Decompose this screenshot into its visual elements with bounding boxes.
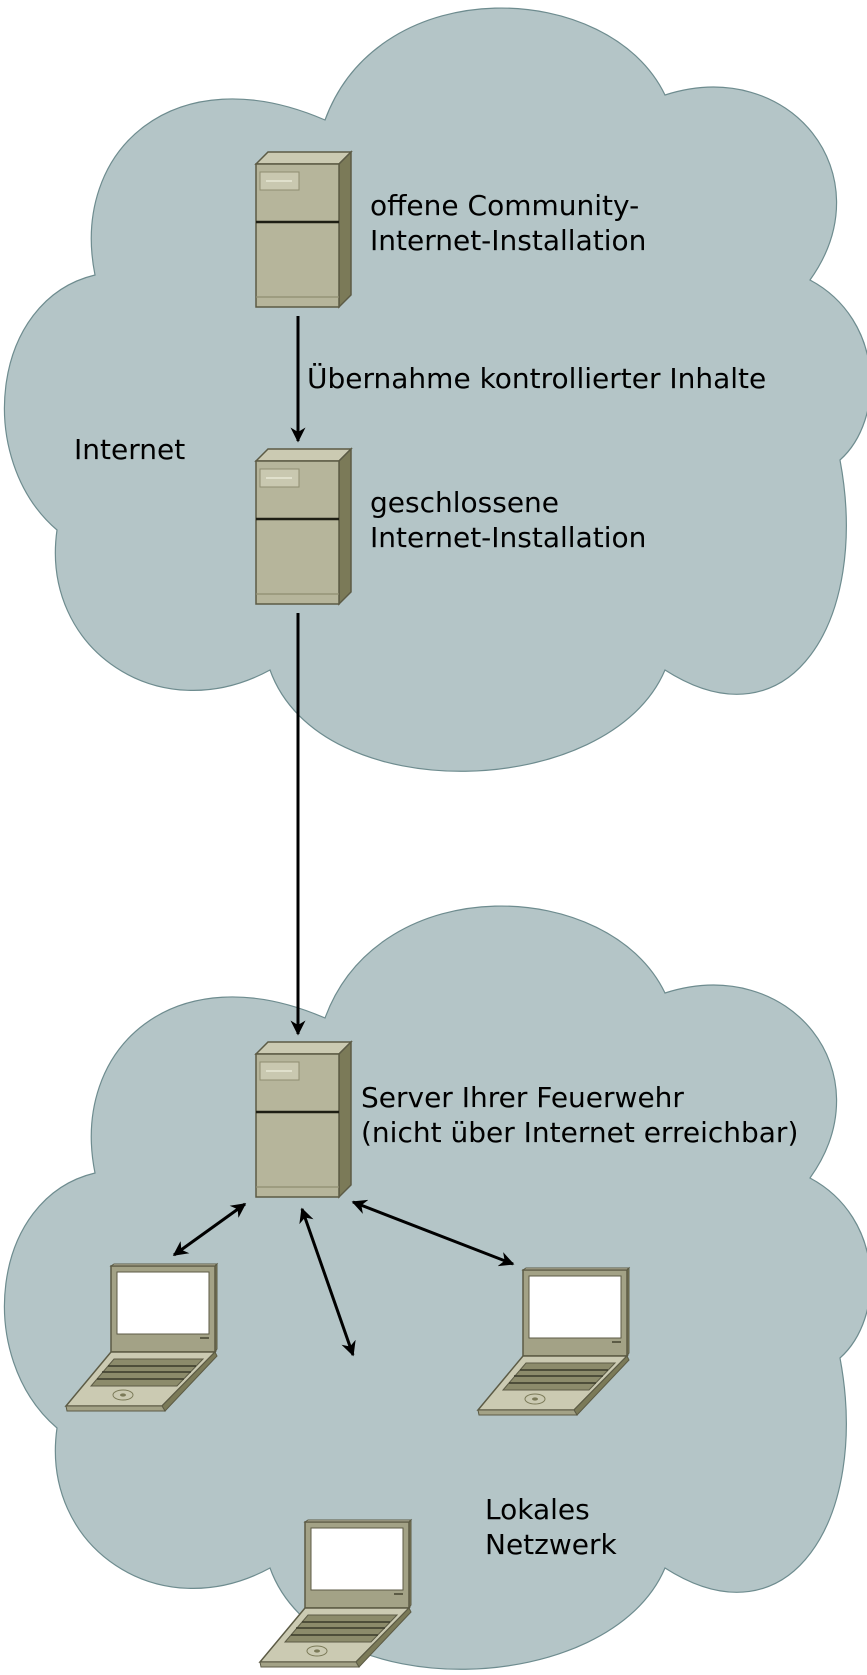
server-local-label-line2: (nicht über Internet erreichbar) bbox=[361, 1116, 799, 1149]
server-community-label-line2: Internet-Installation bbox=[370, 224, 647, 257]
server-closed-label-line2: Internet-Installation bbox=[370, 521, 647, 554]
server-local-label-line1: Server Ihrer Feuerwehr bbox=[361, 1081, 684, 1114]
transfer-label: Übernahme kontrollierter Inhalte bbox=[307, 362, 767, 395]
server-community-icon bbox=[254, 150, 353, 309]
internet-cloud-label: Internet bbox=[74, 433, 186, 466]
local-network-label-line2: Netzwerk bbox=[485, 1528, 617, 1561]
server-community-label: offene Community- Internet-Installation bbox=[370, 188, 646, 258]
server-local-icon bbox=[254, 1040, 353, 1199]
server-closed-icon bbox=[254, 447, 353, 606]
server-community-label-line1: offene Community- bbox=[370, 189, 640, 222]
server-closed-label-line1: geschlossene bbox=[370, 486, 560, 519]
arrow-server-laptop-right bbox=[351, 1199, 515, 1267]
local-network-label: Lokales Netzwerk bbox=[485, 1492, 617, 1562]
server-closed-label: geschlossene Internet-Installation bbox=[370, 485, 646, 555]
arrow-server-laptop-middle bbox=[299, 1207, 356, 1357]
server-local-label: Server Ihrer Feuerwehr (nicht über Inter… bbox=[361, 1080, 798, 1150]
local-network-label-line1: Lokales bbox=[485, 1493, 590, 1526]
arrow-server-laptop-left bbox=[172, 1202, 247, 1257]
